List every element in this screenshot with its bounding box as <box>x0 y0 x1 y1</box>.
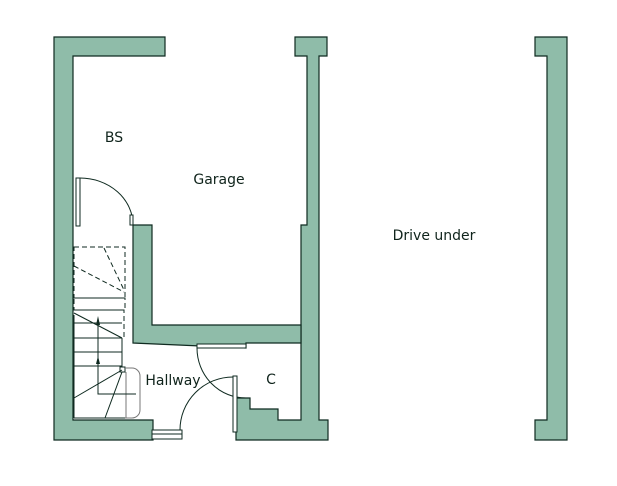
cupboard-door[interactable] <box>196 343 247 399</box>
drive-wall <box>534 36 568 441</box>
room-label-cupboard: C <box>266 372 276 388</box>
door-leaf <box>75 177 81 227</box>
door-swing-arc <box>179 376 234 431</box>
garage-right-wall <box>235 36 329 441</box>
window <box>151 429 183 440</box>
door-swing-arc <box>196 347 247 399</box>
front-door[interactable] <box>179 375 238 433</box>
arrow-head-icon <box>96 316 100 325</box>
room-label-drive: Drive under <box>393 228 476 244</box>
inner-wall <box>132 224 302 349</box>
left-wall <box>53 36 166 441</box>
staircase <box>73 246 141 419</box>
arrow-head-icon <box>96 356 100 364</box>
walls <box>53 36 568 441</box>
door-leaf <box>232 375 238 433</box>
direction-arrow-line <box>97 320 136 395</box>
room-label-hallway: Hallway <box>145 373 200 389</box>
room-label-bs: BS <box>105 130 123 146</box>
door-swing-arc <box>79 177 134 226</box>
room-label-garage: Garage <box>193 172 244 188</box>
door-leaf <box>196 343 247 349</box>
bs-door[interactable] <box>75 177 134 227</box>
